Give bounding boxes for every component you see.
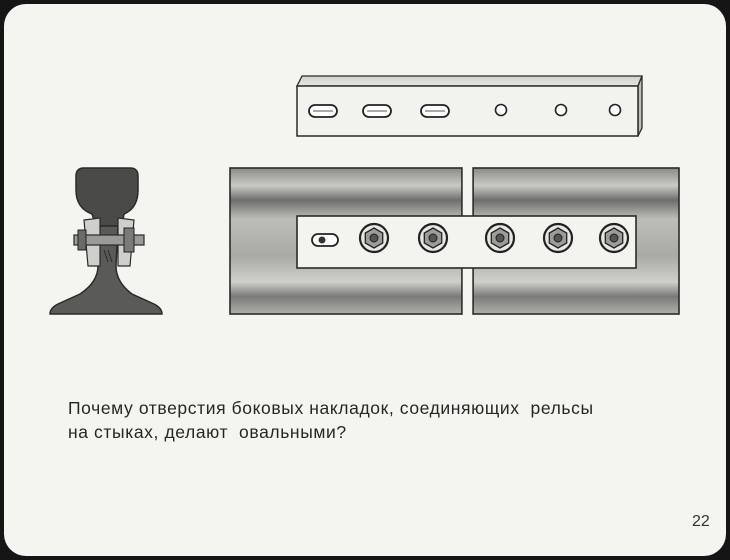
bolt-head (77, 229, 87, 251)
round-hole (608, 103, 622, 117)
bolt (417, 222, 449, 254)
fishplate-front-face (296, 85, 639, 137)
fishplate-detail (295, 75, 643, 137)
slide: Почему отверстия боковых накладок, соеди… (4, 4, 726, 556)
question-line-1: Почему отверстия боковых накладок, соеди… (68, 398, 594, 418)
bolt (598, 222, 630, 254)
fishplate-top-face (295, 75, 643, 87)
bolt-nut (123, 227, 135, 253)
rail-cross-section (49, 167, 163, 315)
rail-head (75, 167, 139, 227)
round-hole (554, 103, 568, 117)
bolt (484, 222, 516, 254)
bolt (358, 222, 390, 254)
question-text: Почему отверстия боковых накладок, соеди… (68, 396, 688, 444)
bolt (542, 222, 574, 254)
question-line-2: на стыках, делают овальными? (68, 422, 347, 442)
round-hole (494, 103, 508, 117)
joint-fishplate (296, 215, 637, 269)
page-number: 22 (692, 513, 710, 530)
rail-web-and-base (49, 225, 163, 315)
rail-joint-side-view (229, 167, 680, 315)
illustration (49, 75, 680, 315)
bolt-shaft (73, 234, 145, 246)
